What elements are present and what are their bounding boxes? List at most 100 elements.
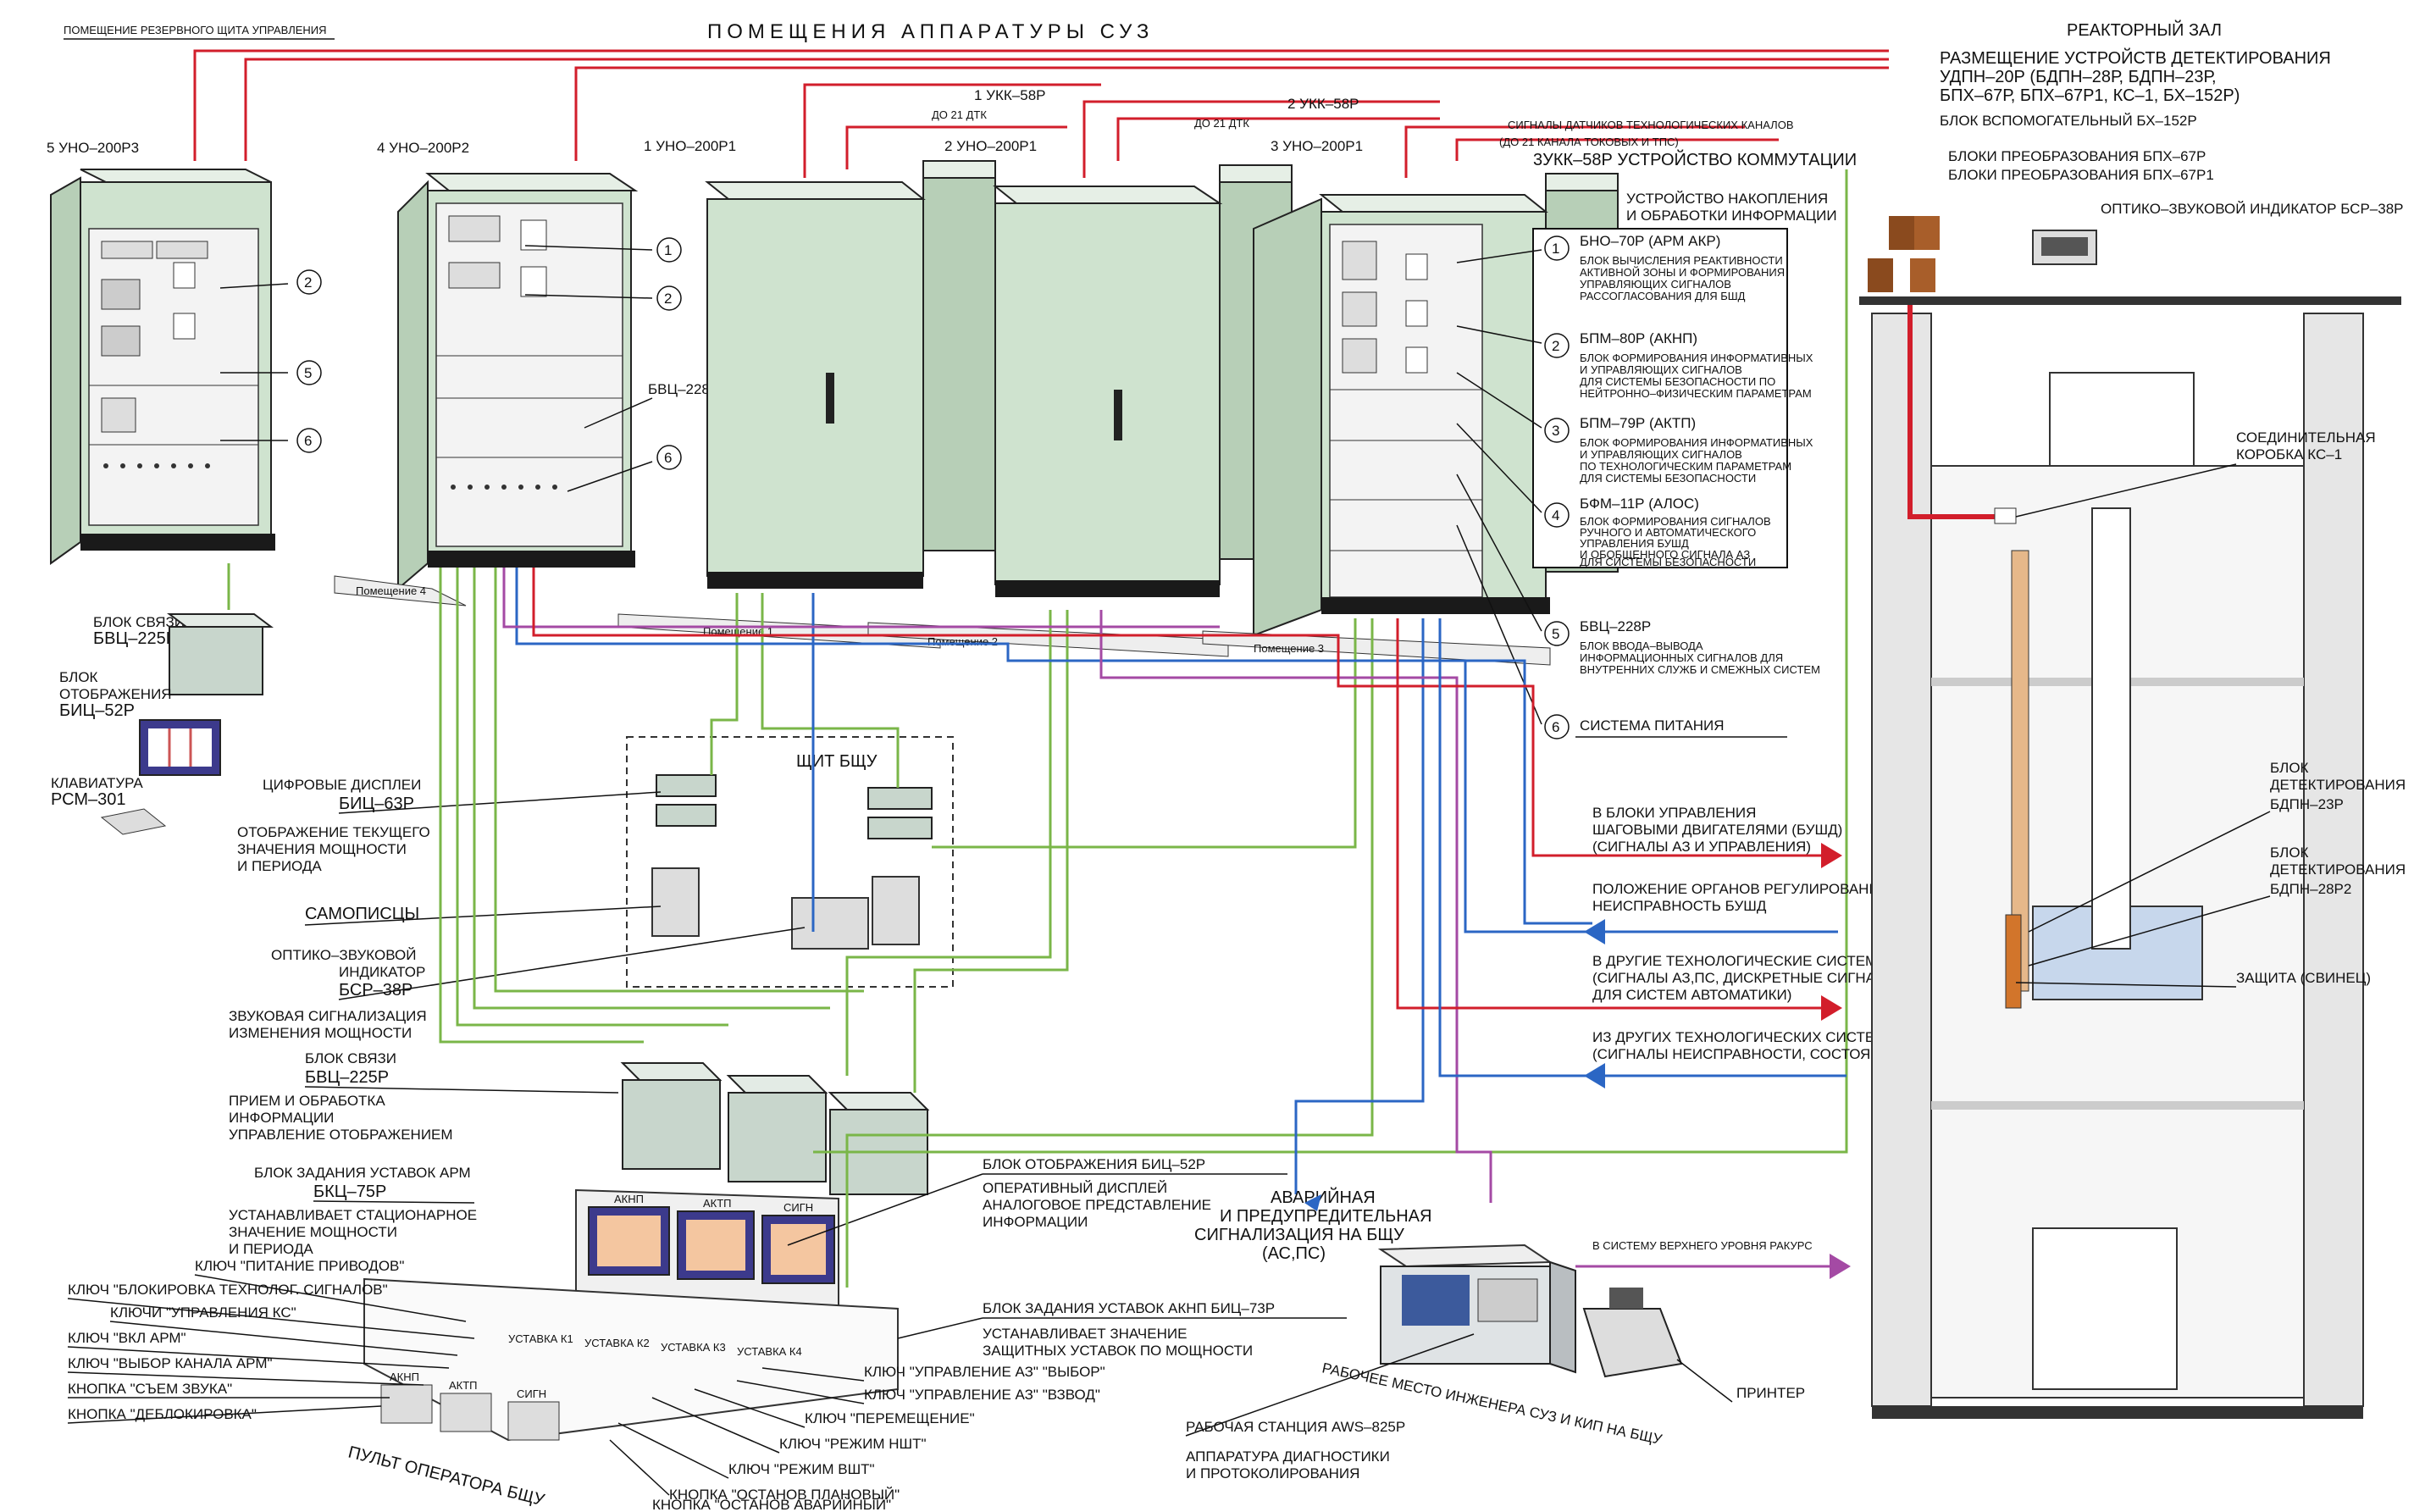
svg-text:6: 6 bbox=[304, 433, 312, 449]
svg-text:2: 2 bbox=[304, 274, 312, 291]
left-display-block-label: БЛОК bbox=[59, 669, 98, 685]
cabinet-uno5-label: 5 УНО–200Р3 bbox=[47, 140, 139, 156]
cabinet-uno5: 5 УНО–200Р3 bbox=[47, 140, 275, 565]
bshu-link-block-label: БЛОК СВЯЗИ bbox=[305, 1050, 396, 1066]
setpoint-label: УСТАВКА К1 bbox=[508, 1332, 573, 1345]
left-link-block-code: БВЦ–225Р bbox=[93, 629, 177, 648]
setpoint-label: УСТАВКА К4 bbox=[737, 1345, 802, 1358]
upper-system-label: В СИСТЕМУ ВЕРХНЕГО УРОВНЯ РАКУРС bbox=[1592, 1239, 1813, 1252]
signal-3-text: (СИГНАЛЫ АЗ,ПС, ДИСКРЕТНЫЕ СИГНАЛЫ bbox=[1592, 970, 1898, 986]
bshu-indicator-desc: ЗВУКОВАЯ СИГНАЛИЗАЦИЯ bbox=[229, 1008, 427, 1024]
reactor-hall-sub-2: УДПН–20Р (БДПН–28Р, БДПН–23Р, bbox=[1940, 68, 2217, 86]
legend-3-desc: БЛОК ФОРМИРОВАНИЯ ИНФОРМАТИВНЫХ bbox=[1580, 436, 1813, 449]
svg-text:2: 2 bbox=[1552, 338, 1559, 354]
keypad-label: АКТП bbox=[449, 1379, 478, 1392]
ukk2-label: 2 УКК–58Р bbox=[1287, 96, 1359, 112]
workstation-station-label: РАБОЧАЯ СТАНЦИЯ AWS–825Р bbox=[1186, 1419, 1405, 1435]
workstation-desc: АППАРАТУРА ДИАГНОСТИКИ bbox=[1186, 1448, 1390, 1465]
key-label: КНОПКА "СЪЕМ ЗВУКА" bbox=[68, 1381, 232, 1397]
key-label: КЛЮЧ "РЕЖИМ ВШТ" bbox=[728, 1461, 875, 1477]
setpoint-arm-code: БКЦ–75Р bbox=[313, 1182, 386, 1201]
reactor-hall-sub-1: РАЗМЕЩЕНИЕ УСТРОЙСТВ ДЕТЕКТИРОВАНИЯ bbox=[1940, 47, 2331, 68]
det28-label: БДПН–28Р2 bbox=[2270, 881, 2351, 897]
legend-title-1: УСТРОЙСТВО НАКОПЛЕНИЯ bbox=[1626, 191, 1828, 207]
legend-2-desc: И УПРАВЛЯЮЩИХ СИГНАЛОВ bbox=[1580, 363, 1742, 376]
legend-1-desc: АКТИВНОЙ ЗОНЫ И ФОРМИРОВАНИЯ bbox=[1580, 266, 1785, 279]
digital-displays-label: ЦИФРОВЫЕ ДИСПЛЕИ bbox=[263, 777, 421, 793]
keyboard-code: РСМ–301 bbox=[51, 790, 126, 809]
keys-left: КЛЮЧ "ПИТАНИЕ ПРИВОДОВ" КЛЮЧ "БЛОКИРОВКА… bbox=[67, 1258, 475, 1424]
signal-2-text: НЕИСПРАВНОСТЬ БУШД bbox=[1592, 898, 1767, 914]
alarm-text: (АС,ПС) bbox=[1262, 1244, 1326, 1263]
legend-title-2: И ОБРАБОТКИ ИНФОРМАЦИИ bbox=[1626, 208, 1837, 224]
cabinet-uno1: 1 УНО–200Р1 1 УКК–58Р ДО 21 ДТК Помещени… bbox=[617, 87, 1046, 649]
dtk2-label: ДО 21 ДТК bbox=[1194, 117, 1249, 130]
svg-text:6: 6 bbox=[664, 450, 672, 466]
display-52-desc: ОПЕРАТИВНЫЙ ДИСПЛЕЙ bbox=[983, 1180, 1167, 1196]
key-label: КЛЮЧ "РЕЖИМ НШТ" bbox=[779, 1436, 927, 1452]
reactor-indicator-label: ОПТИКО–ЗВУКОВОЙ ИНДИКАТОР БСР–38Р bbox=[2101, 201, 2403, 217]
junction-label: КОРОБКА КС–1 bbox=[2236, 446, 2342, 462]
workstation: В СИСТЕМУ ВЕРХНЕГО УРОВНЯ РАКУРС РАБОЧЕЕ… bbox=[1185, 1239, 1851, 1482]
legend-3-head: БПМ–79Р (АКТП) bbox=[1580, 415, 1696, 431]
operator-console: АКНП АКТП СИГН УСТАВКА К1 УСТАВКА К2 УСТ… bbox=[346, 1188, 899, 1510]
legend-3-desc: ДЛЯ СИСТЕМЫ БЕЗОПАСНОСТИ bbox=[1580, 472, 1756, 485]
alarm-text: АВАРИЙНАЯ bbox=[1271, 1187, 1376, 1207]
legend-1-desc: УПРАВЛЯЮЩИХ СИГНАЛОВ bbox=[1580, 278, 1731, 291]
legend-5-head: БВЦ–228Р bbox=[1580, 618, 1651, 634]
svg-text:5: 5 bbox=[1552, 626, 1559, 642]
bshu-indicator-label: ИНДИКАТОР bbox=[339, 964, 425, 980]
left-link-block: БЛОК СВЯЗИ БВЦ–225Р БЛОК ОТОБРАЖЕНИЯ БИЦ… bbox=[51, 563, 274, 835]
bshu-indicator-label: ОПТИКО–ЗВУКОВОЙ bbox=[271, 947, 416, 963]
det23-label: БЛОК bbox=[2270, 760, 2309, 776]
digital-displays-desc: ЗНАЧЕНИЯ МОЩНОСТИ bbox=[237, 841, 407, 857]
key-label: КНОПКА "ОСТАНОВ АВАРИЙНЫЙ" bbox=[652, 1497, 891, 1512]
key-label: КЛЮЧ "БЛОКИРОВКА ТЕХНОЛОГ. СИГНАЛОВ" bbox=[68, 1282, 388, 1298]
svg-text:2: 2 bbox=[664, 291, 672, 307]
legend-3-desc: И УПРАВЛЯЮЩИХ СИГНАЛОВ bbox=[1580, 448, 1742, 461]
setpoint-arm-desc: ЗНАЧЕНИЕ МОЩНОСТИ bbox=[229, 1224, 397, 1240]
bshu-link-block-desc: УПРАВЛЕНИЕ ОТОБРАЖЕНИЕМ bbox=[229, 1127, 453, 1143]
det28-label: БЛОК bbox=[2270, 845, 2309, 861]
bshu-indicator-code: БСР–38Р bbox=[339, 981, 412, 1000]
signal-4-text: ИЗ ДРУГИХ ТЕХНОЛОГИЧЕСКИХ СИСТЕМ bbox=[1592, 1029, 1886, 1045]
keypad-label: СИГН bbox=[517, 1387, 546, 1400]
legend-4-desc: ДЛЯ СИСТЕМЫ БЕЗОПАСНОСТИ bbox=[1580, 556, 1756, 568]
bshu-link-block-code: БВЦ–225Р bbox=[305, 1068, 389, 1087]
signal-2-text: ПОЛОЖЕНИЕ ОРГАНОВ РЕГУЛИРОВАНИЯ, bbox=[1592, 881, 1894, 897]
legend-1-desc: РАССОГЛАСОВАНИЯ ДЛЯ БШД bbox=[1580, 290, 1746, 302]
left-display-block-label: ОТОБРАЖЕНИЯ bbox=[59, 686, 172, 702]
key-label: КНОПКА "ДЕБЛОКИРОВКА" bbox=[68, 1406, 257, 1422]
bshu-link-block-desc: ИНФОРМАЦИИ bbox=[229, 1110, 334, 1126]
key-label: КНОПКА "ОСТАНОВ ПЛАНОВЫЙ" bbox=[669, 1487, 900, 1503]
legend-box: УСТРОЙСТВО НАКОПЛЕНИЯ И ОБРАБОТКИ ИНФОРМ… bbox=[1456, 191, 1837, 739]
digital-displays-desc: И ПЕРИОДА bbox=[237, 858, 322, 874]
reactor-hall-sub-3: БПХ–67Р, БПХ–67Р1, КС–1, БХ–152Р) bbox=[1940, 86, 2240, 105]
cabinet-uno3-label: 3 УНО–200Р1 bbox=[1271, 138, 1363, 154]
screen-label: СИГН bbox=[783, 1201, 813, 1214]
legend-2-head: БПМ–80Р (АКНП) bbox=[1580, 330, 1697, 346]
cabinet-uno2-label: 2 УНО–200Р1 bbox=[944, 138, 1037, 154]
display-52-desc: АНАЛОГОВОЕ ПРЕДСТАВЛЕНИЕ bbox=[983, 1197, 1211, 1213]
legend-5-desc: БЛОК ВВОДА–ВЫВОДА bbox=[1580, 640, 1703, 652]
det28-label: ДЕТЕКТИРОВАНИЯ bbox=[2270, 861, 2406, 878]
setpoint-arm-desc: УСТАНАВЛИВАЕТ СТАЦИОНАРНОЕ bbox=[229, 1207, 477, 1223]
console-label: ПУЛЬТ ОПЕРАТОРА БЩУ bbox=[346, 1443, 546, 1510]
svg-text:6: 6 bbox=[1552, 719, 1559, 735]
signal-1-text: В БЛОКИ УПРАВЛЕНИЯ bbox=[1592, 805, 1756, 821]
setpoint-label: УСТАВКА К2 bbox=[584, 1337, 650, 1349]
recorders-label: САМОПИСЦЫ bbox=[305, 905, 419, 923]
svg-text:1: 1 bbox=[1552, 241, 1559, 257]
signal-outputs: В БЛОКИ УПРАВЛЕНИЯ ШАГОВЫМИ ДВИГАТЕЛЯМИ … bbox=[1194, 805, 1933, 1263]
setpoint-arm-desc: И ПЕРИОДА bbox=[229, 1241, 313, 1257]
svg-text:5: 5 bbox=[304, 365, 312, 381]
bshu-callouts: ЦИФРОВЫЕ ДИСПЛЕИ БИЦ–63Р ОТОБРАЖЕНИЕ ТЕК… bbox=[229, 777, 806, 1041]
signal-4-text: (СИГНАЛЫ НЕИСПРАВНОСТИ, СОСТОЯНИЯ, АЗ) bbox=[1592, 1046, 1933, 1062]
ukk3-label: 3УКК–58Р УСТРОЙСТВО КОММУТАЦИИ bbox=[1533, 149, 1857, 169]
workstation-desc: И ПРОТОКОЛИРОВАНИЯ bbox=[1186, 1465, 1359, 1482]
det23-label: БДПН–23Р bbox=[2270, 796, 2344, 812]
svg-text:1: 1 bbox=[664, 242, 672, 258]
key-label: КЛЮЧ "ВЫБОР КАНАЛА АРМ" bbox=[68, 1355, 273, 1371]
legend-4-desc: РУЧНОГО И АВТОМАТИЧЕСКОГО bbox=[1580, 526, 1756, 539]
